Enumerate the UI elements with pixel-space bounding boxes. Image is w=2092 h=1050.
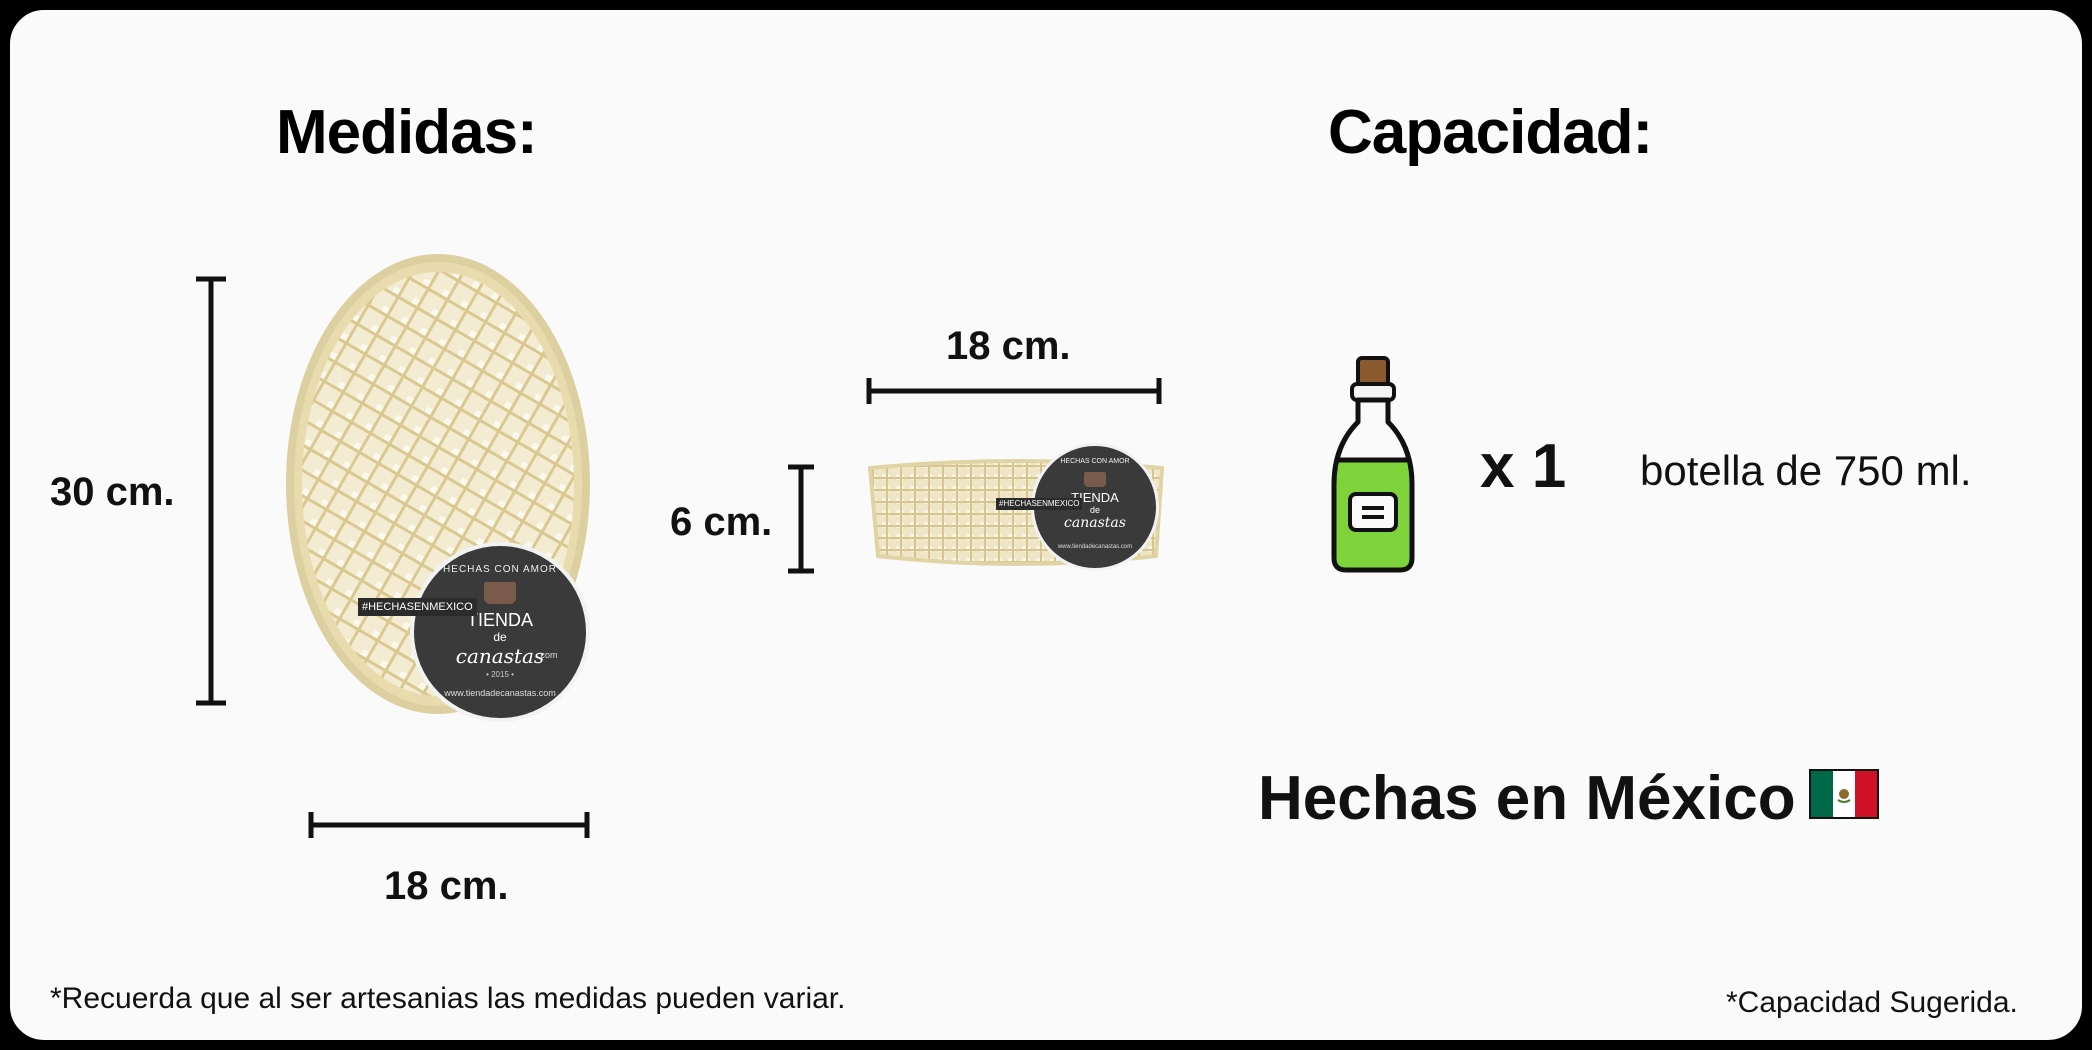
side-height-label: 6 cm. (670, 500, 773, 544)
side-width-dimension-line (866, 378, 1162, 404)
mexico-flag-icon (1809, 769, 1879, 819)
width-bottom-label: 18 cm. (384, 864, 509, 908)
width-dimension-line (308, 812, 590, 838)
wine-bottle-icon (1331, 356, 1415, 573)
info-card: Medidas: Capacidad: 30 cm. HECHAS CON AM… (4, 4, 2088, 1046)
badge-small-brand-line1: TIENDA (1071, 490, 1119, 505)
height-label: 30 cm. (50, 470, 175, 514)
badge-brand-line1: TIENDA (466, 610, 533, 630)
capacidad-heading: Capacidad: (1328, 98, 1653, 167)
badge-year: • 2015 • (486, 670, 514, 679)
side-height-dimension-line (788, 464, 814, 574)
capacity-multiplier: x 1 (1480, 432, 1567, 501)
badge-top-text: HECHAS CON AMOR (443, 564, 557, 575)
brand-badge-large: HECHAS CON AMOR TIENDA de canastas .com … (414, 546, 586, 718)
badge-small-top-text: HECHAS CON AMOR (1060, 458, 1130, 465)
footnote-capacity: *Capacidad Sugerida. (1726, 986, 2018, 1019)
medidas-heading: Medidas: (276, 98, 538, 167)
badge-small-brand-line2: de (1089, 505, 1100, 515)
badge-url: www.tiendadecanastas.com (444, 688, 556, 698)
hashtag-tag-small: #HECHASENMEXICO (996, 498, 1083, 510)
origin-label: Hechas en México (1258, 764, 1796, 833)
basket-logo-small-icon (1084, 472, 1106, 487)
badge-brand-suffix: .com (538, 650, 558, 660)
badge-brand-line3: canastas (455, 644, 545, 668)
footnote-measurements: *Recuerda que al ser artesanias las medi… (50, 982, 846, 1015)
side-width-label: 18 cm. (946, 324, 1071, 368)
height-dimension-line (196, 276, 226, 706)
badge-small-url: www.tiendadecanastas.com (1057, 544, 1133, 550)
basket-logo-icon (484, 582, 516, 604)
badge-small-brand-line3: canastas (1064, 515, 1126, 531)
badge-brand-line2: de (493, 630, 507, 644)
capacity-description: botella de 750 ml. (1640, 447, 1972, 494)
hashtag-tag-large: #HECHASENMEXICO (358, 598, 477, 616)
